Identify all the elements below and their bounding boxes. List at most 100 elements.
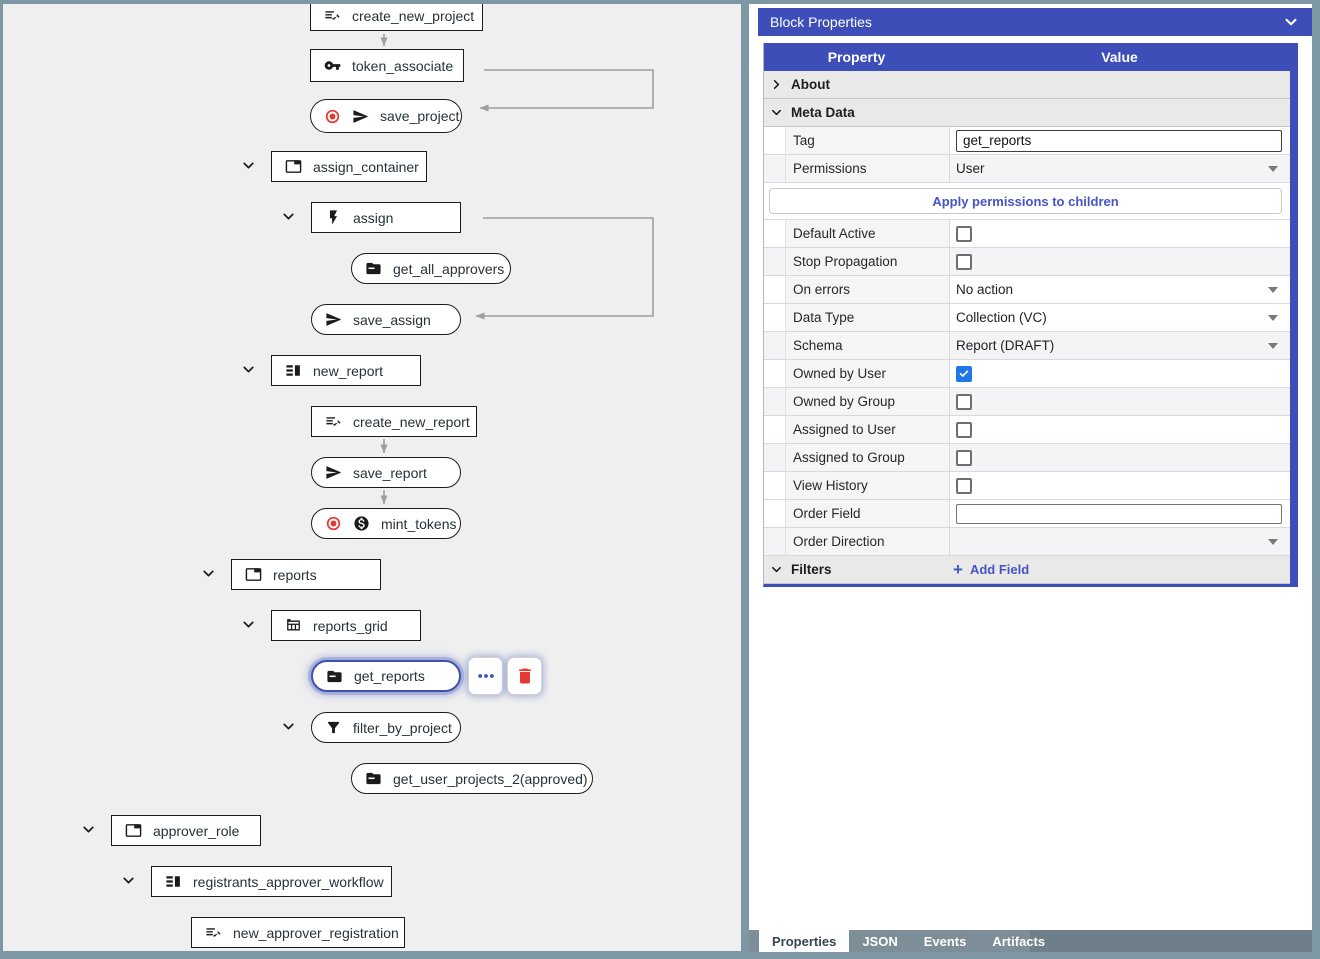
row-gutter — [764, 248, 785, 275]
property-label: On errors — [785, 276, 949, 303]
folder-icon — [365, 260, 382, 277]
collapse-chevron-icon-approver_role[interactable] — [80, 821, 97, 838]
block-get_user_projects_2(approved)[interactable]: get_user_projects_2(approved) — [351, 763, 593, 794]
owned-by-group-checkbox[interactable] — [956, 393, 972, 410]
dropdown-arrow-icon[interactable] — [1268, 538, 1278, 545]
collapse-panel-chevron-icon[interactable] — [1282, 13, 1300, 31]
property-value-cell — [949, 444, 1290, 471]
default-active-checkbox[interactable] — [956, 225, 972, 242]
block-filter_by_project[interactable]: filter_by_project — [311, 712, 461, 743]
view-history-checkbox[interactable] — [956, 477, 972, 494]
property-value-cell — [949, 416, 1290, 443]
section-row-Filters[interactable]: Filters +Add Field — [764, 556, 1290, 584]
block-token_associate[interactable]: token_associate — [310, 49, 464, 82]
dropdown-arrow-icon[interactable] — [1268, 165, 1278, 172]
property-label: Owned by User — [785, 360, 949, 387]
block-label: save_assign — [353, 311, 431, 328]
block-assign_container[interactable]: assign_container — [271, 151, 427, 182]
property-row-Order Field: Order Field — [764, 500, 1290, 528]
chevron-down-icon[interactable] — [769, 105, 784, 120]
property-row-On errors: On errorsNo action — [764, 276, 1290, 304]
block-reports_grid[interactable]: reports_grid — [271, 610, 421, 641]
property-value-cell — [949, 360, 1290, 387]
block-mint_tokens[interactable]: mint_tokens — [311, 508, 461, 539]
add-field-button[interactable]: +Add Field — [953, 561, 1029, 578]
row-gutter — [764, 444, 785, 471]
property-row-Order Direction: Order Direction — [764, 528, 1290, 556]
collapse-chevron-icon-reports[interactable] — [200, 565, 217, 582]
block-save_assign[interactable]: save_assign — [311, 304, 461, 335]
tag-input[interactable] — [956, 129, 1282, 152]
bottom-tab-bar: Properties JSON Events Artifacts — [749, 930, 1312, 952]
block-get_all_approvers[interactable]: get_all_approvers — [351, 253, 511, 284]
block-create_new_report[interactable]: create_new_report — [311, 406, 477, 437]
dropdown-arrow-icon[interactable] — [1268, 314, 1278, 321]
data-type-select[interactable]: Collection (VC) — [949, 304, 1290, 331]
block-save_project[interactable]: save_project — [310, 99, 462, 133]
send-icon — [325, 311, 342, 328]
panel-title: Block Properties — [770, 14, 872, 30]
grid-icon — [285, 617, 302, 634]
property-label: View History — [785, 472, 949, 499]
playlist-edit-icon — [325, 413, 342, 430]
block-label: registrants_approver_workflow — [193, 873, 384, 890]
panel-header: Block Properties — [758, 8, 1312, 36]
delete-block-button[interactable] — [507, 657, 542, 695]
property-value-cell — [949, 500, 1290, 527]
permissions-select[interactable]: User — [949, 155, 1290, 182]
send-icon — [352, 108, 369, 125]
section-label: About — [791, 77, 830, 92]
property-label: Assigned to User — [785, 416, 949, 443]
schema-select[interactable]: Report (DRAFT) — [949, 332, 1290, 359]
property-value-cell — [949, 472, 1290, 499]
chevron-down-icon[interactable] — [769, 562, 784, 577]
property-label: Tag — [785, 127, 949, 154]
chevron-right-icon[interactable] — [769, 77, 784, 92]
block-reports[interactable]: reports — [231, 559, 381, 590]
section-row-Meta Data[interactable]: Meta Data — [764, 99, 1290, 127]
collapse-chevron-icon-registrants_approver_workflow[interactable] — [120, 872, 137, 889]
playlist-edit-icon — [205, 924, 222, 941]
row-gutter — [764, 500, 785, 527]
tab-json[interactable]: JSON — [862, 933, 898, 949]
workflow-icon — [285, 362, 302, 379]
apply-permissions-button[interactable]: Apply permissions to children — [769, 188, 1282, 214]
dropdown-arrow-icon[interactable] — [1268, 286, 1278, 293]
tab-events[interactable]: Events — [923, 933, 967, 949]
tab-properties[interactable]: Properties — [759, 930, 850, 952]
order-direction-select[interactable] — [949, 528, 1290, 555]
collapse-chevron-icon-assign[interactable] — [280, 208, 297, 225]
stop-propagation-checkbox[interactable] — [956, 253, 972, 270]
dropdown-arrow-icon[interactable] — [1268, 342, 1278, 349]
property-value-cell — [949, 127, 1290, 154]
owned-by-user-checkbox[interactable] — [956, 365, 972, 382]
on-errors-select[interactable]: No action — [949, 276, 1290, 303]
property-value-cell — [949, 388, 1290, 415]
block-get_reports[interactable]: get_reports — [311, 660, 461, 692]
more-options-button[interactable] — [468, 657, 503, 695]
folder-icon — [365, 770, 382, 787]
collapse-chevron-icon-assign_container[interactable] — [240, 157, 257, 174]
block-new_approver_registration[interactable]: new_approver_registration — [191, 917, 405, 948]
collapse-chevron-icon-new_report[interactable] — [240, 361, 257, 378]
assigned-to-group-checkbox[interactable] — [956, 449, 972, 466]
tab-icon — [285, 158, 302, 175]
block-new_report[interactable]: new_report — [271, 355, 421, 386]
select-value: Report (DRAFT) — [956, 338, 1055, 353]
collapse-chevron-icon-reports_grid[interactable] — [240, 616, 257, 633]
block-registrants_approver_workflow[interactable]: registrants_approver_workflow — [151, 866, 392, 897]
tab-artifacts[interactable]: Artifacts — [992, 933, 1046, 949]
assigned-to-user-checkbox[interactable] — [956, 421, 972, 438]
section-row-About[interactable]: About — [764, 71, 1290, 99]
order-field-input[interactable] — [956, 503, 1282, 524]
section-label: Filters — [791, 562, 832, 577]
workflow-icon — [165, 873, 182, 890]
block-create_new_project[interactable]: create_new_project — [310, 4, 483, 31]
collapse-chevron-icon-filter_by_project[interactable] — [280, 718, 297, 735]
block-approver_role[interactable]: approver_role — [111, 815, 261, 846]
block-label: mint_tokens — [381, 515, 457, 532]
block-save_report[interactable]: save_report — [311, 457, 461, 488]
block-assign[interactable]: assign — [311, 202, 461, 233]
